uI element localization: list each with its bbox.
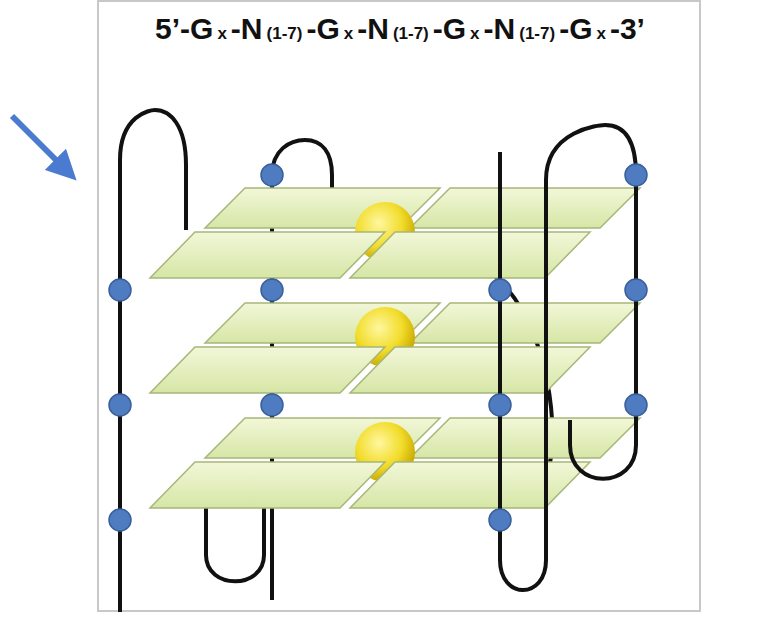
formula-text: -N [231,12,263,46]
subscript-text: x [344,24,353,44]
subscript-text: (1-7) [393,24,429,44]
formula-text: -N [484,12,516,46]
sequence-formula: 5’-Gx-N(1-7)-Gx-N(1-7)-Gx-N(1-7)-Gx-3’ [100,12,700,46]
tetrad [205,418,640,458]
subscript-text: (1-7) [267,24,303,44]
formula-text: -G [559,12,592,46]
pointer-arrow [12,116,66,170]
guanine-dots [109,164,647,531]
formula-text: -3’ [610,12,645,46]
frame [98,1,700,611]
tetrad [205,303,640,343]
tetrad [150,232,590,278]
formula-text: -G [306,12,339,46]
tetrad [150,462,590,508]
tetrad [205,188,640,228]
strands-front [120,110,636,612]
formula-text: -G [433,12,466,46]
subscript-text: x [596,24,605,44]
subscript-text: x [217,24,226,44]
formula-text: 5’-G [155,12,213,46]
formula-text: -N [357,12,389,46]
subscript-text: x [470,24,479,44]
tetrad [150,347,590,393]
subscript-text: (1-7) [519,24,555,44]
